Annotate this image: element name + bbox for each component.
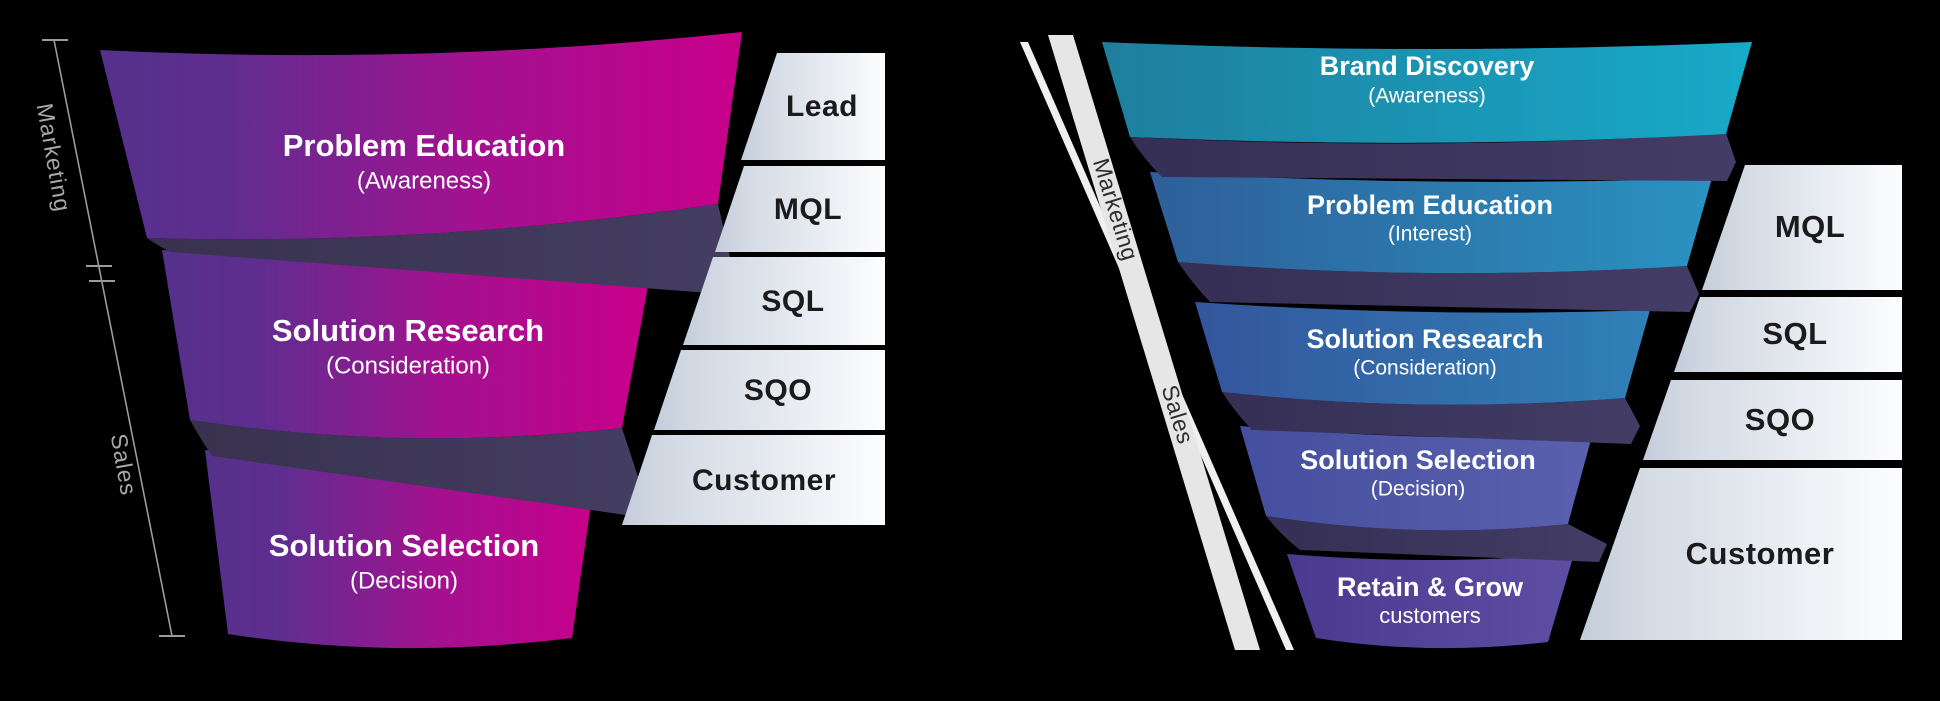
left-funnel: Problem Education (Awareness) Solution R… bbox=[100, 32, 742, 649]
left-diagram: Marketing Sales Problem Education (Aware… bbox=[32, 32, 885, 649]
right-stage5-band bbox=[1287, 554, 1574, 649]
ladder-row bbox=[622, 435, 885, 525]
left-fold-2 bbox=[190, 420, 643, 516]
right-stage1-band bbox=[1102, 42, 1752, 143]
right-diagram: Marketing Sales Brand Discovery (Awarene… bbox=[1020, 35, 1902, 650]
left-stage1-band bbox=[100, 32, 742, 240]
left-stage2-subtitle: (Consideration) bbox=[326, 352, 490, 379]
left-ladder-label-lead: Lead bbox=[786, 90, 858, 123]
right-stage4-subtitle: (Decision) bbox=[1371, 478, 1466, 501]
left-stage3-title: Solution Selection bbox=[269, 528, 539, 563]
left-stage1-title: Problem Education bbox=[283, 128, 565, 163]
left-stage2-title: Solution Research bbox=[272, 313, 544, 348]
left-ladder-label-sql: SQL bbox=[761, 285, 824, 318]
right-stage3-subtitle: (Consideration) bbox=[1353, 357, 1497, 380]
right-stage3-band bbox=[1195, 302, 1650, 405]
right-stage1-subtitle: (Awareness) bbox=[1368, 85, 1486, 108]
right-stage4-title: Solution Selection bbox=[1300, 445, 1536, 475]
left-ladder-label-sqo: SQO bbox=[744, 374, 812, 407]
left-fold-1 bbox=[147, 204, 733, 294]
divider-bar bbox=[1048, 35, 1260, 650]
right-fold-4 bbox=[1266, 516, 1607, 562]
right-stage4-band bbox=[1240, 426, 1592, 531]
right-stage3-title: Solution Research bbox=[1306, 324, 1543, 354]
right-fold-1 bbox=[1130, 133, 1736, 181]
left-ladder: Lead MQL SQL SQO Customer bbox=[622, 53, 885, 525]
ladder-row bbox=[683, 257, 885, 345]
right-ladder-label-mql: MQL bbox=[1775, 209, 1845, 244]
left-stage1-subtitle: (Awareness) bbox=[357, 167, 491, 194]
right-stage5-title: Retain & Grow bbox=[1337, 572, 1524, 602]
ladder-row bbox=[654, 350, 885, 430]
ladder-row bbox=[1580, 468, 1902, 640]
right-stage5-subtitle: customers bbox=[1379, 603, 1480, 628]
right-ladder-label-customer: Customer bbox=[1686, 536, 1835, 571]
right-funnel: Brand Discovery (Awareness) Problem Educ… bbox=[1102, 42, 1752, 649]
left-ladder-label-mql: MQL bbox=[774, 193, 842, 226]
right-fold-2 bbox=[1178, 262, 1699, 312]
right-ladder-label-sql: SQL bbox=[1762, 316, 1827, 351]
ladder-row bbox=[1702, 165, 1902, 290]
left-stage3-subtitle: (Decision) bbox=[350, 567, 458, 594]
ladder-row bbox=[715, 166, 885, 252]
right-ladder: MQL SQL SQO Customer bbox=[1580, 165, 1902, 640]
ladder-row bbox=[1674, 297, 1902, 372]
right-stage2-title: Problem Education bbox=[1307, 190, 1553, 220]
left-stage2-band bbox=[162, 250, 648, 439]
right-sales-axis-label: Sales bbox=[1157, 382, 1199, 447]
left-ladder-label-customer: Customer bbox=[692, 464, 836, 497]
right-stage1-title: Brand Discovery bbox=[1320, 51, 1535, 81]
right-ladder-label-sqo: SQO bbox=[1745, 402, 1815, 437]
right-stage2-subtitle: (Interest) bbox=[1388, 223, 1472, 246]
right-stage2-band bbox=[1150, 172, 1712, 274]
axis-line bbox=[53, 39, 173, 637]
ladder-row bbox=[741, 53, 885, 160]
right-fold-3 bbox=[1222, 392, 1640, 444]
left-sales-axis-label: Sales bbox=[106, 432, 142, 498]
ladder-row bbox=[1643, 380, 1902, 460]
